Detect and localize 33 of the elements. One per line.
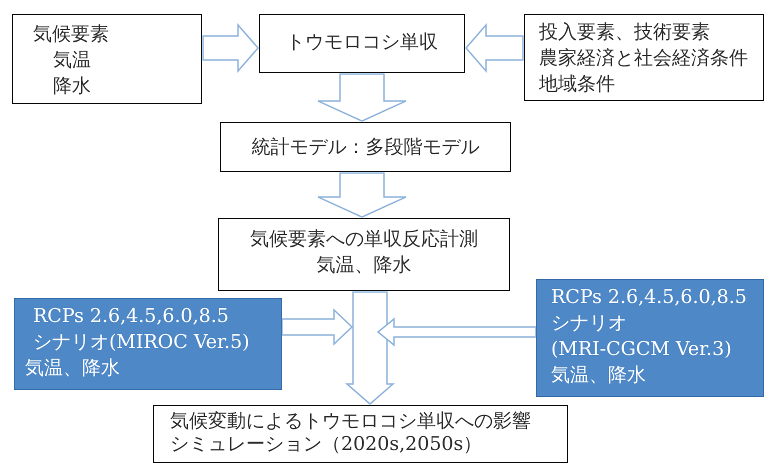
process-box [220,122,511,172]
box-text: 降水 [53,75,91,98]
box-text: 気候要素への単収反応計測 [249,228,479,251]
process-box [153,405,568,463]
block-arrow [317,172,407,218]
process-box [218,218,510,291]
block-arrow [202,23,259,73]
scenario-box [536,279,764,397]
process-box [259,14,465,73]
box-text: 気温、降水 [25,357,120,380]
box-text: 気温、降水 [316,254,412,277]
box-text: シナリオ(MIROC Ver.5) [33,331,250,354]
process-box [524,14,764,101]
box-text: (MRI-CGCM Ver.3) [551,338,732,361]
block-arrow [465,23,524,73]
box-text: シナリオ [551,312,627,335]
box-text: 気温、降水 [551,364,646,387]
box-text: トウモロコシ単収 [285,31,439,54]
box-text: RCPs 2.6,4.5,6.0,8.5 [33,305,229,328]
scenario-box [14,298,282,390]
block-arrow [376,317,537,347]
box-text: 気候要素 [33,23,109,46]
box-text: RCPs 2.6,4.5,6.0,8.5 [551,286,747,309]
box-text: 統計モデル：多段階モデル [250,136,480,159]
box-text: 気候変動によるトウモロコシ単収への影響シミュレーション（2020s,2050s） [170,410,532,456]
block-arrow [345,291,395,405]
process-box [12,14,202,104]
block-arrow [317,73,407,122]
box-text: 農家経済と社会経済条件 [539,47,748,70]
box-text: 投入要素、技術要素 [539,21,710,44]
box-text: 気温 [53,49,91,72]
box-text: 地域条件 [539,73,615,96]
block-arrow [281,308,354,346]
